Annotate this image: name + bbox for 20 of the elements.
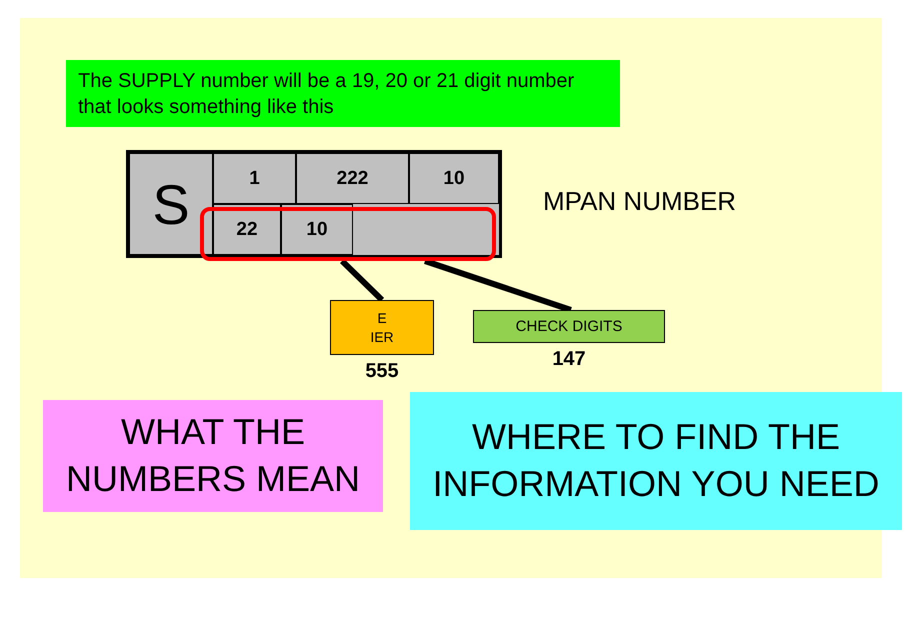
mpan-heading: MPAN NUMBER [543,186,736,217]
digit-value: 555 [364,360,400,383]
heading-banner [43,400,383,512]
heading-banner [410,392,902,530]
heading-text: WHERE TO FIND THE INFORMATION YOU NEED [432,415,880,506]
instruction-banner [66,60,620,127]
supply-letter-cell: S [129,153,213,255]
digit-value: 147 [551,348,587,371]
table-cell: 222 [296,153,409,204]
leader-line [340,258,384,302]
table-cell: 22 [213,204,281,255]
leader-line [424,258,572,313]
instruction-text: The SUPPLY number will be a 19, 20 or 21 digit number that looks something like this [78,68,576,120]
table-cell: 1 [213,153,296,204]
table-cell: 10 [409,153,499,204]
tag-text: E IER [369,309,395,346]
tag-text: CHECK DIGITS [516,316,622,336]
table-cell: 10 [281,204,353,255]
heading-text: WHAT THE NUMBERS MEAN [64,410,362,501]
highlight-outline [200,207,496,261]
